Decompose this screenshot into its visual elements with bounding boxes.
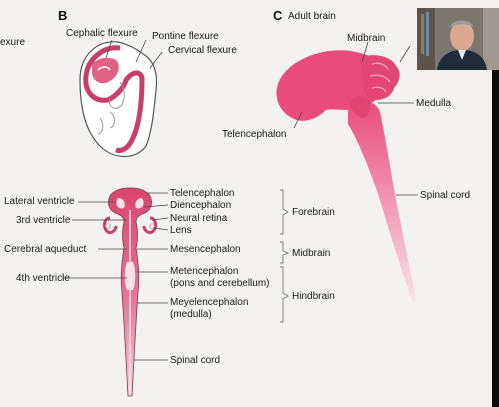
leader-cephalic [105,39,113,59]
bracket-forebrain [280,189,289,235]
leader-lens [153,227,169,231]
embryo-flexure-drawing [79,41,158,158]
label-lateral-ventricle: Lateral ventricle [4,196,75,207]
cut-off-label: exure [0,37,26,48]
leader-small-c [399,45,411,63]
label-neural-retina: Neural retina [170,213,228,224]
neural-tube-drawing [102,187,158,397]
label-telencephalon-c: Telencephalon [222,129,287,140]
label-diencephalon: Diencephalon [170,200,232,211]
adult-brain-drawing [276,50,416,303]
label-spinal-cord-b: Spinal cord [170,355,221,366]
label-metencephalon-sub: (pons and cerebellum) [170,278,270,289]
label-metencephalon: Metencephalon [170,266,239,277]
label-4th-ventricle: 4th ventricle [16,273,70,284]
label-myelencephalon: Meyelencephalon [170,297,249,308]
label-midbrain-c: Midbrain [347,33,386,44]
label-telencephalon-b: Telencephalon [170,188,235,199]
leader-cervical [149,51,163,69]
label-cephalic-flexure: Cephalic flexure [66,28,138,39]
label-spinal-cord-c: Spinal cord [420,190,471,201]
leader-midbrain-c [361,41,369,63]
label-3rd-ventricle: 3rd ventricle [16,215,71,226]
panel-b-letter: B [58,8,68,23]
label-hindbrain: Hindbrain [292,291,335,302]
label-pontine-flexure: Pontine flexure [152,31,219,42]
leader-pontine [135,39,147,63]
label-cervical-flexure: Cervical flexure [168,45,237,56]
label-myelencephalon-sub: (medulla) [170,309,212,320]
leader-diencephalon [143,204,169,208]
label-lens: Lens [170,225,192,236]
label-mesencephalon: Mesencephalon [170,244,241,255]
label-forebrain: Forebrain [292,207,335,218]
presenter-webcam-icon [417,8,499,70]
right-edge-bar [492,70,499,407]
label-midbrain-group: Midbrain [292,248,331,259]
bracket-hindbrain [280,266,289,323]
leader-telencephalon-c [293,111,303,129]
label-medulla: Medulla [416,98,452,109]
presenter-webcam-thumbnail [417,8,499,70]
panel-c-title: Adult brain [288,11,336,22]
leader-neural-retina [151,217,169,221]
panel-c-letter: C [273,8,283,23]
label-cerebral-aqueduct: Cerebral aqueduct [4,244,87,255]
bracket-midbrain [280,241,290,264]
